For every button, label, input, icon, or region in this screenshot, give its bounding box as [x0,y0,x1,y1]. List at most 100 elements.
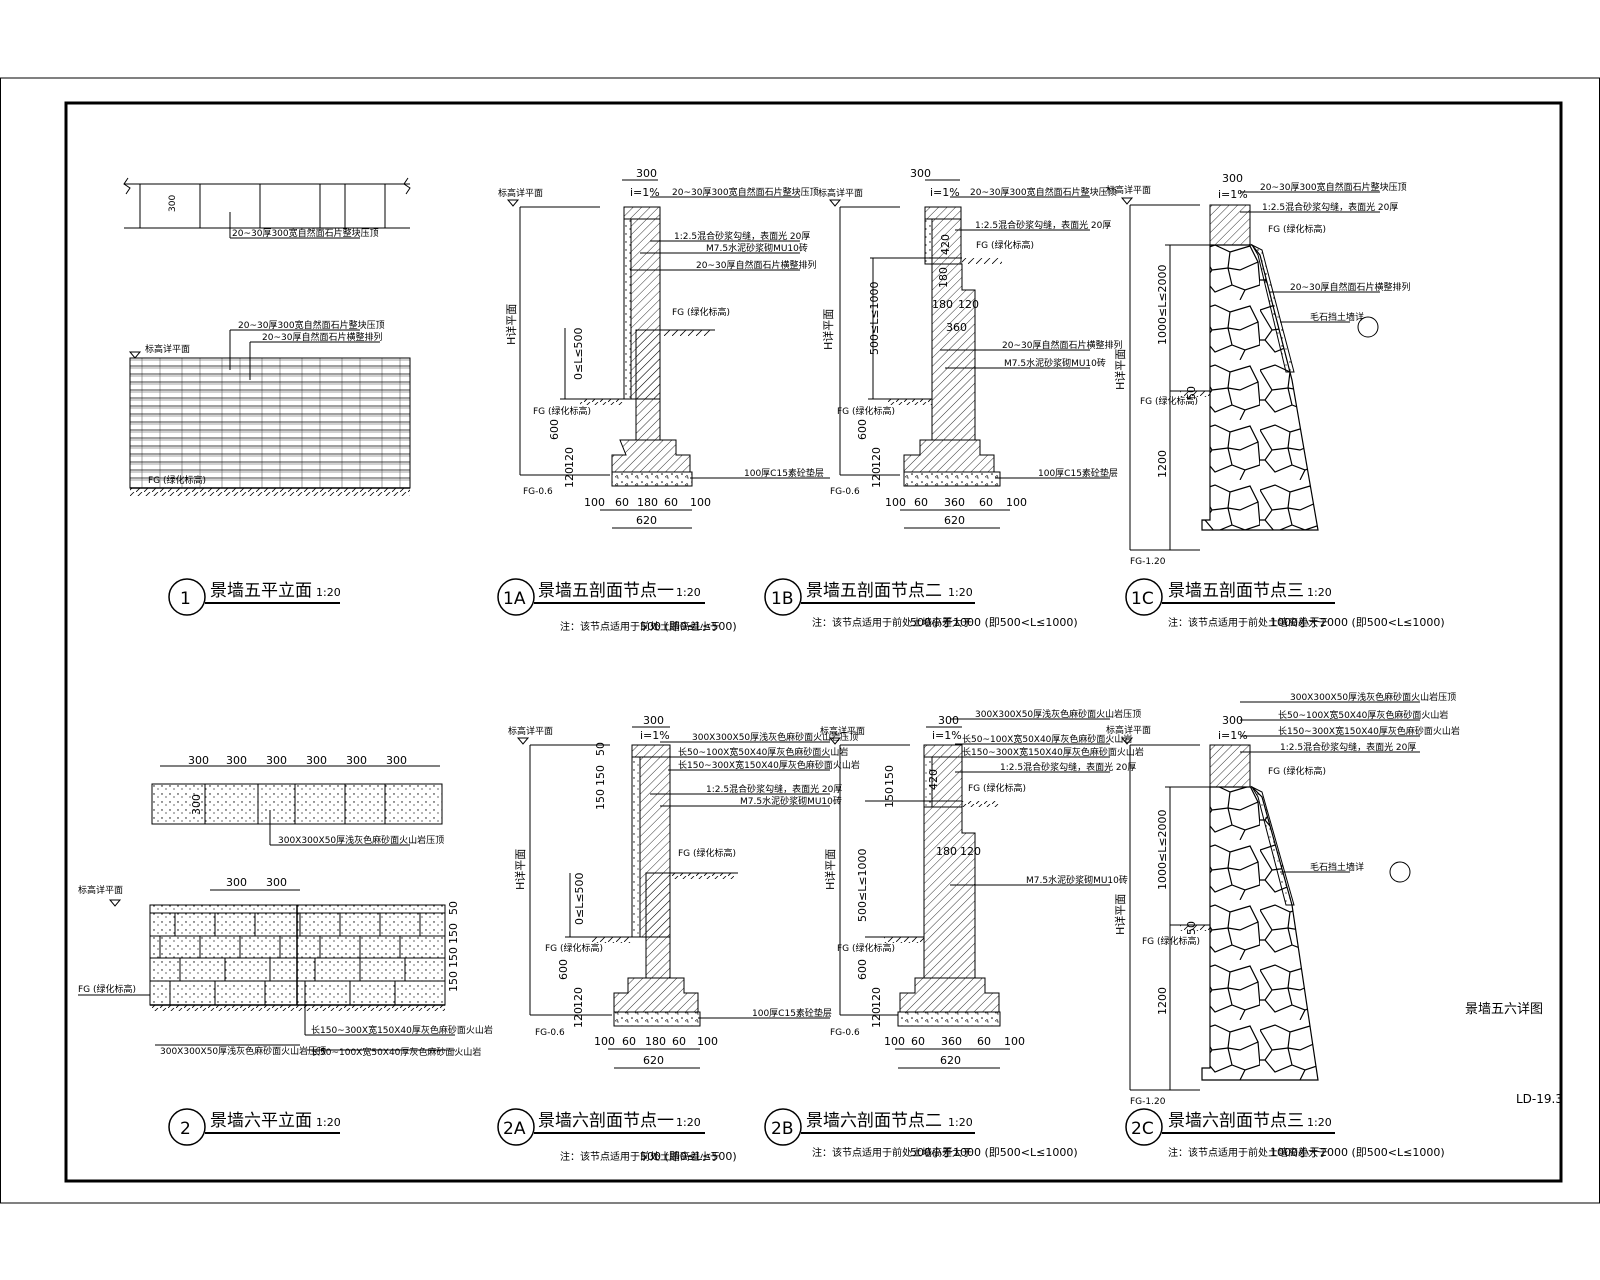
d1B-number: 1B [771,589,793,609]
elev-dim-v1: 50 [447,901,460,915]
d2C-title: 景墙六剖面节点三 [1168,1111,1304,1131]
dim-h: H详平面 [821,309,835,350]
dim-b4: 60 [664,496,678,509]
dim-b1: 100 [884,1035,905,1048]
dim-b2: 60 [615,496,629,509]
leader-1: 20~30厚300宽自然面石片整块压顶 [672,186,819,198]
d2A-note-b: 500 (即0≤L≤500) [640,1150,737,1163]
leader-3: M7.5水泥砂浆砌MU10砖 [706,242,808,254]
dim-b3: 360 [941,1035,962,1048]
dim-150a: 150 [883,765,896,786]
dim-b5: 100 [697,1035,718,1048]
drawing-2B: 300 i=1% 标高详平面 H详平面 420 150 150 180 120 … [764,708,1144,1159]
leader-4: 毛石挡土墙详 [1310,311,1364,323]
plan-dim-label: 300 [168,195,178,212]
d2B-note-b: 500小于1000 (即500<L≤1000) [910,1146,1078,1159]
ground-ref: 标高详平面 [498,187,543,199]
plan-dim-5: 300 [346,754,367,767]
leader-1: 300X300X50厚浅灰色麻砂面火山岩压顶 [692,731,858,743]
dim-120b: 120 [572,1007,585,1028]
dim-50: 50 [1185,386,1198,400]
dim-l: 500≤L≤1000 [868,281,881,355]
elev-fg-label: FG (绿化标高) [78,983,136,995]
d2C-number: 2C [1131,1119,1154,1139]
elev-ground-label: 标高详平面 [145,343,190,355]
elev-note-2: 300X300X50厚浅灰色麻砂面火山岩压顶 [160,1045,326,1057]
dim-600: 600 [856,419,869,440]
dim-top: 300 [910,167,931,180]
dim-50: 50 [1185,921,1198,935]
leader-3: 长150~300X宽150X40厚灰色麻砂面火山岩 [1278,725,1460,737]
d1A-note-b: 500 (即0≤L≤500) [640,620,737,633]
fg-minus: FG-0.6 [830,487,860,497]
dim-620: 620 [944,514,965,527]
dim-1200: 1200 [1156,450,1169,478]
d1A-note-a: 注：该节点适用于前处土墙高差小于 [560,620,720,633]
dim-b3: 180 [645,1035,666,1048]
leader-3: 20~30厚自然面石片横整排列 [1002,339,1122,351]
dim-b2: 60 [911,1035,925,1048]
dim-120a: 120 [572,987,585,1008]
slope-label: i=1% [630,186,660,199]
ground-ref: 标高详平面 [1106,724,1151,736]
plan-note: 20~30厚300宽自然面石片整块压顶 [232,227,379,239]
leader-base: 100厚C15素砼垫层 [744,467,824,479]
d1C-scale: 1:20 [1307,586,1332,599]
slope-label: i=1% [930,186,960,199]
dim-360a: 360 [946,321,967,334]
dim-b4: 60 [979,496,993,509]
dim-b3: 360 [944,496,965,509]
dim-h: H详平面 [823,849,837,890]
dim-600: 600 [548,419,561,440]
dim-l: 1000≤L≤2000 [1156,264,1169,345]
d1B-note-b: 500小于1000 (即500<L≤1000) [910,616,1078,629]
fg-minus: FG-0.6 [830,1028,860,1038]
leader-1: 300X300X50厚浅灰色麻砂面火山岩压顶 [975,708,1141,720]
dim-h: H详平面 [504,304,518,345]
plan-dim-1: 300 [188,754,209,767]
dim-120: 120 [958,298,979,311]
plan-dim-6: 300 [386,754,407,767]
dim-620: 620 [643,1054,664,1067]
d1C-number: 1C [1131,589,1154,609]
elev-note-2: 20~30厚自然面石片横整排列 [262,331,382,343]
dim-b5: 100 [1004,1035,1025,1048]
elev-dim-v3: 150 [447,947,460,968]
dim-120b: 120 [870,1007,883,1028]
leader-2: 1:2.5混合砂浆勾缝，表面光 20厚 [975,219,1111,231]
d1B-scale: 1:20 [948,586,973,599]
fg-label: FG (绿化标高) [533,405,591,417]
dim-120b: 120 [563,467,576,488]
fg-minus: FG-1.20 [1130,1097,1166,1107]
dim-1200: 1200 [1156,987,1169,1015]
dim-120: 120 [960,845,981,858]
dim-120a: 120 [870,447,883,468]
fg-label: FG (绿化标高) [837,405,895,417]
d2A-number: 2A [503,1119,526,1139]
fg-label: FG (绿化标高) [837,942,895,954]
leader-4: M7.5水泥砂浆砌MU10砖 [1004,357,1106,369]
slope-label: i=1% [932,729,962,742]
dim-50: 50 [594,742,607,756]
fg-minus: FG-0.6 [535,1028,565,1038]
fg-right: FG (绿化标高) [1268,223,1326,235]
fg-right: FG (绿化标高) [1268,765,1326,777]
d2C-note-b: 1000小于2000 (即500<L≤1000) [1270,1146,1445,1159]
slope-label: i=1% [640,729,670,742]
leader-3: 长150~300X宽150X40厚灰色麻砂面火山岩 [678,759,860,771]
dim-l: 0≤L≤500 [572,327,585,380]
dim-h: H详平面 [513,849,527,890]
d2-title: 景墙六平立面 [210,1111,312,1131]
drawing-2A: 300 i=1% 标高详平面 H详平面 50 150 150 0≤L≤500 6… [497,714,860,1163]
drawing-1: 300 20~30厚300宽自然面石片整块压顶 标高详平面 FG (绿化标高) … [123,177,411,616]
drawing-1B: 300 i=1% 标高详平面 H详平面 500≤L≤1000 FG (绿化标高)… [764,167,1122,629]
ground-ref: 标高详平面 [508,725,553,737]
fg-right: FG (绿化标高) [968,782,1026,794]
d1C-note-b: 1000小于2000 (即500<L≤1000) [1270,616,1445,629]
elev-ground-label: 标高详平面 [78,884,123,896]
leader-4: 20~30厚自然面石片横整排列 [696,259,816,271]
d2-number: 2 [180,1119,191,1139]
leader-2: 1:2.5混合砂浆勾缝，表面光 20厚 [674,230,810,242]
d2B-scale: 1:20 [948,1116,973,1129]
